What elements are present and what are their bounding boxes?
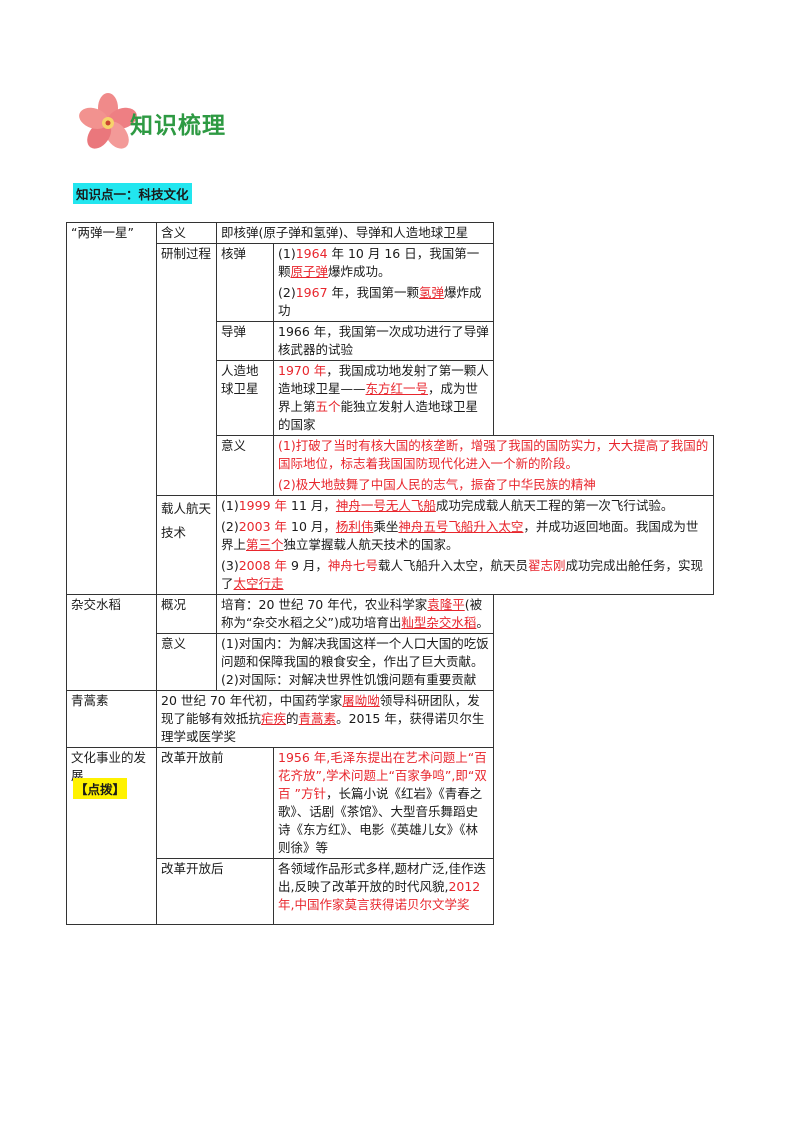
sub-label: 含义 (156, 222, 217, 244)
table-row: 青蒿素 20 世纪 70 年代初，中国药学家屠呦呦领导科研团队，发现了能够有效抵… (66, 690, 714, 748)
knowledge-table: “两弹一星” 含义 即核弹(原子弹和氢弹)、导弹和人造地球卫星 研制过程 核弹 … (66, 222, 714, 925)
table-row: 文化事业的发展 改革开放前 1956 年,毛泽东提出在艺术问题上“百花齐放”,学… (66, 747, 714, 925)
table-cell: (1)1999 年 11 月，神舟一号无人飞船成功完成载人航天工程的第一次飞行试… (216, 495, 714, 595)
flower-icon (79, 93, 137, 149)
sub-label: 概况 (156, 594, 217, 634)
table-cell: 1966 年，我国第一次成功进行了导弹核武器的试验 (273, 321, 494, 361)
row-label: 文化事业的发展 (66, 747, 157, 925)
table-cell: 1956 年,毛泽东提出在艺术问题上“百花齐放”,学术问题上“百家争鸣”,即“双… (273, 747, 494, 859)
table-cell: 20 世纪 70 年代初，中国药学家屠呦呦领导科研团队，发现了能够有效抵抗疟疾的… (156, 690, 494, 748)
sub-label: 意义 (156, 633, 217, 691)
row-label: 青蒿素 (66, 690, 157, 748)
table-row: “两弹一星” 含义 即核弹(原子弹和氢弹)、导弹和人造地球卫星 (66, 222, 714, 595)
sub-label: 改革开放后 (156, 858, 274, 925)
table-cell: 即核弹(原子弹和氢弹)、导弹和人造地球卫星 (216, 222, 494, 244)
table-cell: (1)1964 年 10 月 16 日，我国第一颗原子弹爆炸成功。 (2)196… (273, 243, 494, 322)
table-cell: 培育：20 世纪 70 年代，农业科学家袁隆平(被称为“杂交水稻之父”)成功培育… (216, 594, 494, 634)
sub-label: 核弹 (216, 243, 274, 322)
section-header: 知识梳理 (78, 92, 278, 162)
table-row: 人造地球卫星 1970 年，我国成功地发射了第一颗人造地球卫星——东方红一号，成… (67, 360, 714, 436)
table-row: 导弹 1966 年，我国第一次成功进行了导弹核武器的试验 (67, 321, 714, 361)
table-cell: 1970 年，我国成功地发射了第一颗人造地球卫星——东方红一号，成为世界上第五个… (273, 360, 494, 436)
sub-label: 研制过程 (156, 243, 217, 496)
table-row: 研制过程 核弹 (1)1964 年 10 月 16 日，我国第一颗原子弹爆炸成功… (67, 243, 714, 496)
sub-label: 意义 (216, 435, 274, 496)
table-row: 意义 (1)打破了当时有核大国的核垄断，增强了我国的国防实力，大大提高了我国的国… (67, 435, 714, 496)
table-cell: 各领域作品形式多样,题材广泛,佳作迭出,反映了改革开放的时代风貌,2012 年,… (273, 858, 494, 925)
table-cell: (1)打破了当时有核大国的核垄断，增强了我国的国防实力，大大提高了我国的国际地位… (273, 435, 714, 496)
table-row: 载人航天技术 (1)1999 年 11 月，神舟一号无人飞船成功完成载人航天工程… (67, 495, 714, 595)
knowledge-point-title: 知识点一：科技文化 (73, 183, 192, 204)
tips-label: 【点拨】 (73, 778, 128, 799)
table-row: 改革开放后 各领域作品形式多样,题材广泛,佳作迭出,反映了改革开放的时代风貌,2… (67, 858, 714, 925)
table-row: 意义 (1)对国内：为解决我国这样一个人口大国的吃饭问题和保障我国的粮食安全，作… (67, 633, 714, 691)
sub-label: 导弹 (216, 321, 274, 361)
page-title: 知识梳理 (130, 113, 226, 139)
table-row: 杂交水稻 概况 培育：20 世纪 70 年代，农业科学家袁隆平(被称为“杂交水稻… (66, 594, 714, 691)
row-label: 载人航天技术 (156, 495, 217, 595)
row-label: “两弹一星” (66, 222, 157, 595)
row-label: 杂交水稻 (66, 594, 157, 691)
sub-label: 人造地球卫星 (216, 360, 274, 436)
sub-label: 改革开放前 (156, 747, 274, 859)
table-cell: (1)对国内：为解决我国这样一个人口大国的吃饭问题和保障我国的粮食安全，作出了巨… (216, 633, 494, 691)
